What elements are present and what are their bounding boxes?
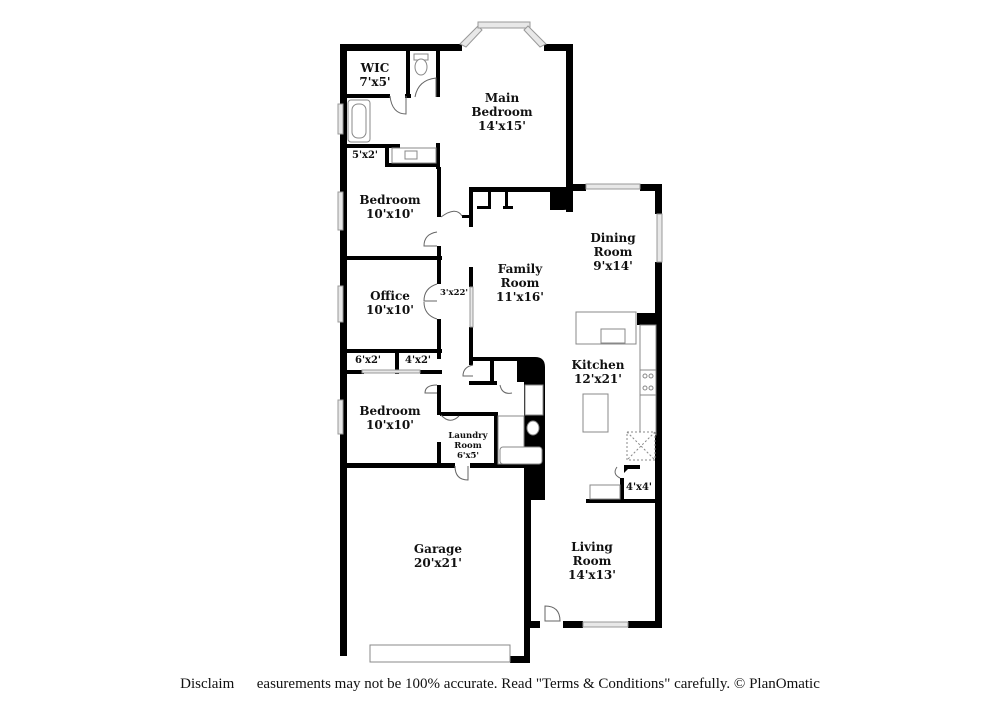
disclaimer-text: Disclaim easurements may not be 100% acc… bbox=[180, 676, 820, 692]
room-label-family-room: Family Room 11'x16' bbox=[496, 262, 544, 304]
room-label-closet-5x2: 5'x2' bbox=[352, 150, 378, 162]
windows bbox=[337, 103, 663, 628]
room-dims: 14'x13' bbox=[568, 567, 616, 582]
fixtures bbox=[347, 53, 657, 663]
room-dims: 7'x5' bbox=[359, 74, 391, 89]
room-name: Room bbox=[572, 553, 612, 568]
room-label-hall: 3'x22' bbox=[439, 288, 469, 299]
room-dims: 4'x4' bbox=[625, 482, 653, 493]
room-dims: 20'x21' bbox=[414, 555, 462, 570]
bay-window bbox=[459, 21, 547, 48]
room-label-laundry-room: Laundry Room 6'x5' bbox=[448, 431, 488, 461]
room-label-pantry: 4'x4' bbox=[626, 482, 652, 494]
room-name: Dining bbox=[590, 231, 636, 245]
room-name: Main bbox=[484, 91, 520, 105]
room-label-closet-6x2: 6'x2' bbox=[355, 355, 381, 367]
room-label-bedroom-2: Bedroom 10'x10' bbox=[359, 404, 421, 433]
room-name: Bedroom bbox=[359, 193, 421, 207]
room-dims: 6'x2' bbox=[354, 355, 382, 366]
room-name: Living bbox=[571, 540, 613, 554]
room-label-dining-room: Dining Room 9'x14' bbox=[590, 231, 636, 273]
room-dims: 5'x2' bbox=[351, 150, 379, 161]
room-label-closet-4x2: 4'x2' bbox=[405, 355, 431, 367]
room-name: Garage bbox=[413, 542, 463, 556]
room-name: Laundry bbox=[448, 431, 488, 441]
room-label-wic: WIC 7'x5' bbox=[359, 61, 391, 90]
room-dims: 12'x21' bbox=[574, 371, 622, 386]
room-label-living-room: Living Room 14'x13' bbox=[568, 540, 616, 582]
room-dims: 11'x16' bbox=[496, 289, 544, 304]
room-name: Room bbox=[500, 275, 540, 290]
room-dims: 10'x10' bbox=[366, 417, 414, 432]
room-name: WIC bbox=[360, 61, 390, 75]
room-name: Room bbox=[454, 440, 482, 451]
room-dims: 10'x10' bbox=[366, 302, 414, 317]
room-label-bedroom-1: Bedroom 10'x10' bbox=[359, 193, 421, 222]
room-name: Room bbox=[593, 244, 633, 259]
room-dims: 14'x15' bbox=[478, 118, 526, 133]
room-name: Family bbox=[497, 262, 543, 276]
room-name: Kitchen bbox=[571, 358, 625, 372]
room-dims: 6'x5' bbox=[456, 450, 480, 461]
doors bbox=[389, 77, 621, 622]
room-label-garage: Garage 20'x21' bbox=[413, 542, 463, 571]
room-name: Bedroom bbox=[359, 404, 421, 418]
room-dims: 3'x22' bbox=[439, 288, 469, 298]
room-dims: 4'x2' bbox=[404, 355, 432, 366]
room-dims: 10'x10' bbox=[366, 206, 414, 221]
room-name: Bedroom bbox=[471, 104, 533, 119]
room-label-kitchen: Kitchen 12'x21' bbox=[571, 358, 625, 387]
room-label-office: Office 10'x10' bbox=[366, 289, 414, 318]
room-name: Office bbox=[370, 289, 410, 303]
room-label-main-bedroom: Main Bedroom 14'x15' bbox=[471, 91, 533, 133]
room-dims: 9'x14' bbox=[593, 258, 633, 273]
